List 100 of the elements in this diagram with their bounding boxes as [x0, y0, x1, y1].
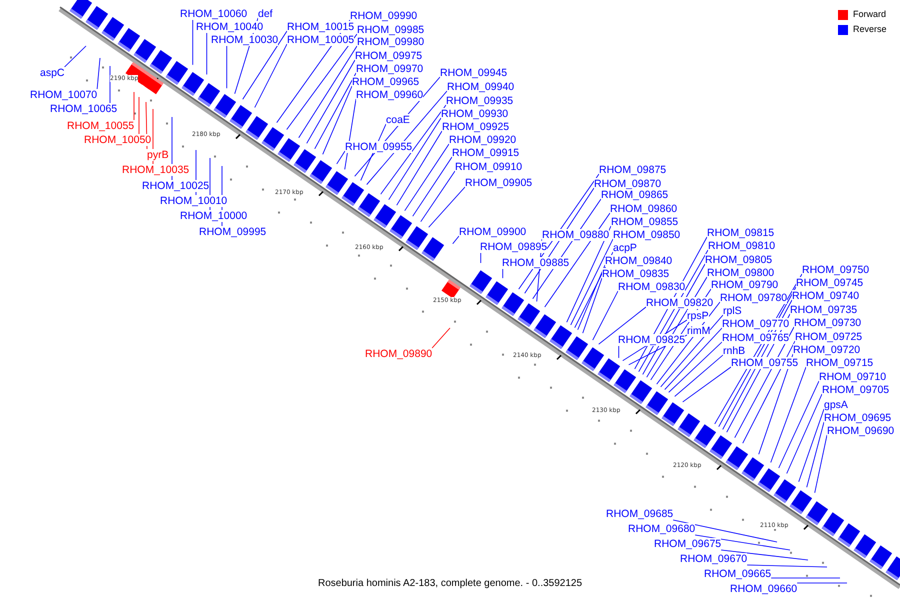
gene-label: RHOM_10040: [196, 21, 264, 33]
gene-label: RHOM_09675: [654, 538, 722, 550]
gene-label: RHOM_09975: [355, 50, 422, 62]
gene-label: RHOM_09810: [708, 240, 776, 252]
gene-label: RHOM_10030: [211, 34, 278, 46]
leader-line: [806, 422, 824, 488]
gene-label: RHOM_09830: [618, 281, 686, 293]
leader-line: [242, 30, 288, 100]
gene-label: RHOM_09670: [680, 553, 748, 565]
gene-label: RHOM_09960: [356, 89, 424, 101]
gene-label: RHOM_09730: [794, 317, 862, 329]
legend-label: Reverse: [853, 24, 887, 34]
gene-label: RHOM_09920: [449, 134, 516, 146]
leader-line: [672, 520, 778, 542]
gene-label: RHOM_10050: [84, 134, 152, 146]
gene-label: acpP: [613, 242, 637, 254]
leader-line: [336, 150, 346, 164]
leader-line: [598, 306, 646, 345]
gene-label: RHOM_10060: [180, 8, 248, 20]
leader-line: [814, 434, 828, 494]
gene-label: RHOM_09930: [441, 108, 508, 120]
leader-line: [674, 354, 724, 397]
gene-label: pyrB: [147, 149, 169, 161]
gene-label: RHOM_09915: [452, 147, 520, 159]
gene-label: RHOM_09665: [704, 568, 772, 580]
leader-line: [746, 564, 828, 568]
gene-label: RHOM_10055: [67, 120, 134, 132]
leader-line: [742, 340, 796, 444]
leader-line: [566, 226, 612, 323]
leader-line: [314, 72, 356, 150]
gene-label: gpsA: [824, 399, 848, 411]
leader-line: [480, 252, 482, 264]
gene-label: RHOM_09900: [459, 226, 526, 238]
leader-line: [577, 264, 606, 330]
gene-label: RHOM_09825: [618, 334, 686, 346]
gene-label: RHOM_09895: [480, 241, 548, 253]
gene-label: RHOM_09880: [542, 229, 610, 241]
leader-line: [682, 366, 732, 402]
leader-line: [618, 346, 620, 358]
gene-label: RHOM_09800: [707, 267, 774, 279]
leader-line: [770, 366, 806, 463]
gene-label: RHOM_10000: [180, 210, 248, 222]
gene-label: RHOM_09965: [352, 76, 420, 88]
gene-label: RHOM_09685: [606, 508, 674, 520]
leader-line: [412, 156, 452, 217]
gene-label: RHOM_09875: [599, 164, 666, 176]
gene-label: RHOM_09890: [365, 348, 432, 360]
gene-label: RHOM_10005: [287, 34, 354, 46]
leader-line: [404, 144, 450, 212]
gene-label: RHOM_09870: [594, 178, 662, 190]
leader-line: [64, 46, 86, 68]
gene-label: RHOM_09720: [793, 344, 860, 356]
gene-label: RHOM_09735: [790, 304, 858, 316]
gene-label: RHOM_09755: [731, 357, 798, 369]
gene-label: RHOM_10025: [142, 180, 210, 192]
gene-label: RHOM_10065: [50, 103, 118, 115]
leader-line: [758, 354, 794, 455]
leader-line: [396, 130, 442, 206]
leader-line: [286, 34, 358, 130]
gene-label: RHOM_09815: [707, 227, 774, 239]
leader-line: [778, 380, 820, 468]
leader-line: [428, 186, 466, 228]
gene-label: RHOM_09725: [795, 331, 862, 343]
gene-label: aspC: [40, 67, 65, 79]
gene-label: rimM: [687, 325, 710, 337]
gene-label: RHOM_09770: [722, 318, 790, 330]
legend-label: Forward: [853, 9, 886, 19]
gene-label: RHOM_09995: [199, 226, 266, 238]
leader-line: [796, 582, 848, 584]
leader-line: [720, 550, 808, 560]
gene-label: RHOM_09910: [455, 161, 522, 173]
leader-line: [668, 342, 722, 393]
leader-line: [798, 408, 824, 482]
gene-label: RHOM_09850: [613, 229, 680, 241]
gene-label: RHOM_09690: [827, 425, 894, 437]
gene-label: RHOM_09945: [440, 67, 508, 79]
gene-label: RHOM_09695: [824, 412, 892, 424]
gene-label: RHOM_09935: [446, 95, 514, 107]
gene-label: RHOM_09985: [357, 24, 424, 36]
leader-line: [694, 534, 790, 550]
leader-line: [786, 394, 822, 474]
gene-label: RHOM_09940: [447, 81, 514, 93]
gene-label: RHOM_09865: [601, 189, 668, 201]
gene-label: coaE: [386, 114, 410, 126]
leader-line: [322, 86, 352, 155]
leader-line: [592, 290, 618, 340]
gene-label: RHOM_10010: [160, 195, 228, 207]
gene-label: RHOM_09805: [705, 254, 772, 266]
gene-label: RHOM_09980: [357, 36, 424, 48]
leader-line: [582, 278, 602, 334]
gene-label: RHOM_09860: [610, 203, 678, 215]
gene-label: RHOM_09780: [720, 292, 788, 304]
leader-line: [660, 314, 724, 388]
gene-label: RHOM_09970: [356, 63, 424, 75]
leader-line: [298, 46, 358, 138]
leader-line: [502, 268, 504, 279]
gene-label: RHOM_09750: [802, 264, 870, 276]
gene-label: def: [258, 8, 273, 20]
leader-line: [226, 46, 228, 89]
caption: Roseburia hominis A2-183, complete genome. - 0..3592125: [318, 578, 582, 589]
